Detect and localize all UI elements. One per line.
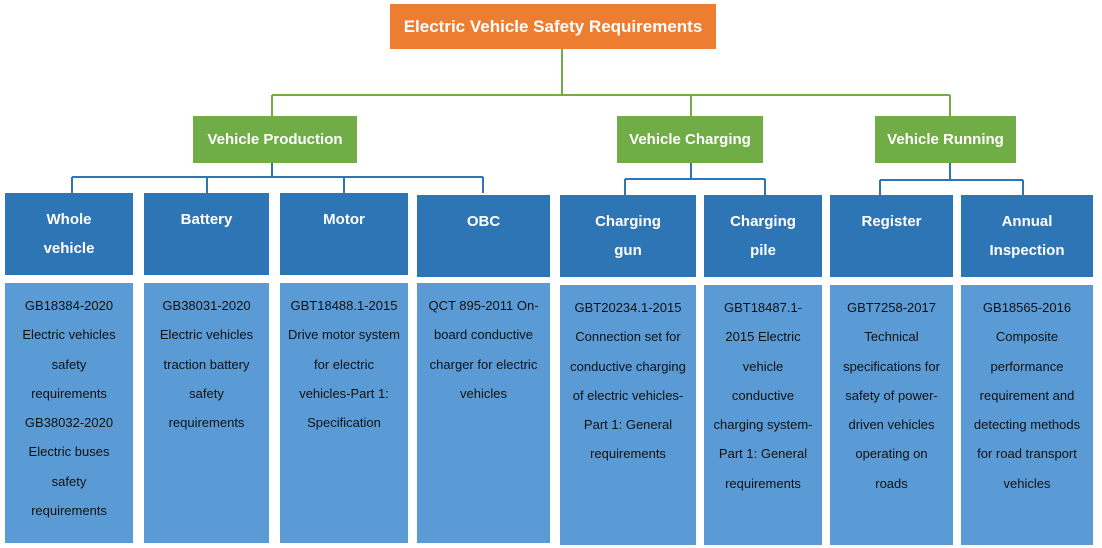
detail-battery: GB38031-2020 Electric vehicles traction … <box>144 283 269 543</box>
category-connectors <box>71 163 1024 195</box>
detail-annual-inspection: GB18565-2016 Composite performance requi… <box>961 285 1093 545</box>
sub-label: Battery <box>180 211 233 228</box>
sub-label: Annual Inspection <box>989 213 1065 259</box>
detail-charging-gun: GBT20234.1-2015 Connection set for condu… <box>560 285 696 545</box>
detail-register: GBT7258-2017 Technical specifications fo… <box>830 285 953 545</box>
detail-obc: QCT 895-2011 On-board conductive charger… <box>417 283 550 543</box>
sub-label: Whole vehicle <box>43 211 95 257</box>
sub-charging-pile: Charging pile <box>704 195 822 277</box>
sub-label: Register <box>861 213 922 230</box>
category-vehicle-production: Vehicle Production <box>193 116 357 163</box>
root-connectors <box>271 49 951 116</box>
sub-register: Register <box>830 195 953 277</box>
sub-charging-gun: Charging gun <box>560 195 696 277</box>
category-vehicle-running: Vehicle Running <box>875 116 1016 163</box>
sub-label: Charging gun <box>595 213 661 259</box>
sub-whole-vehicle: Whole vehicle <box>5 193 133 275</box>
sub-battery: Battery <box>144 193 269 275</box>
sub-label: OBC <box>466 213 501 230</box>
detail-charging-pile: GBT18487.1-2015 Electric vehicle conduct… <box>704 285 822 545</box>
detail-whole-vehicle: GB18384-2020 Electric vehicles safety re… <box>5 283 133 543</box>
diagram-title: Electric Vehicle Safety Requirements <box>390 4 716 49</box>
detail-motor: GBT18488.1-2015 Drive motor system for e… <box>280 283 408 543</box>
category-vehicle-charging: Vehicle Charging <box>617 116 763 163</box>
sub-motor: Motor <box>280 193 408 275</box>
sub-label: Motor <box>323 211 365 228</box>
sub-annual-inspection: Annual Inspection <box>961 195 1093 277</box>
sub-label: Charging pile <box>730 213 796 259</box>
sub-obc: OBC <box>417 195 550 277</box>
